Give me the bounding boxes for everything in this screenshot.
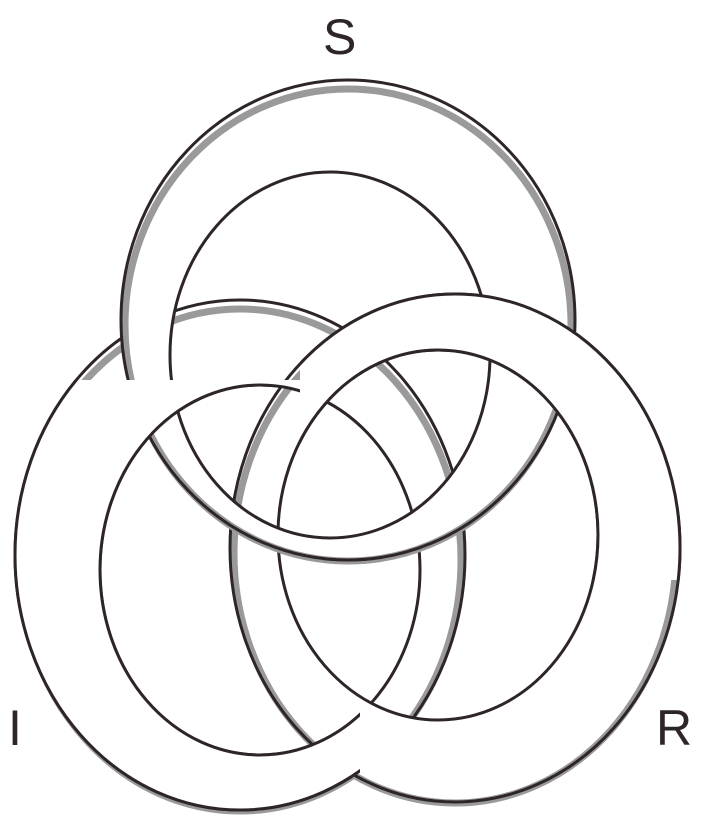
label-s: S — [323, 12, 356, 62]
label-i: I — [8, 703, 22, 753]
label-r: R — [656, 703, 692, 753]
